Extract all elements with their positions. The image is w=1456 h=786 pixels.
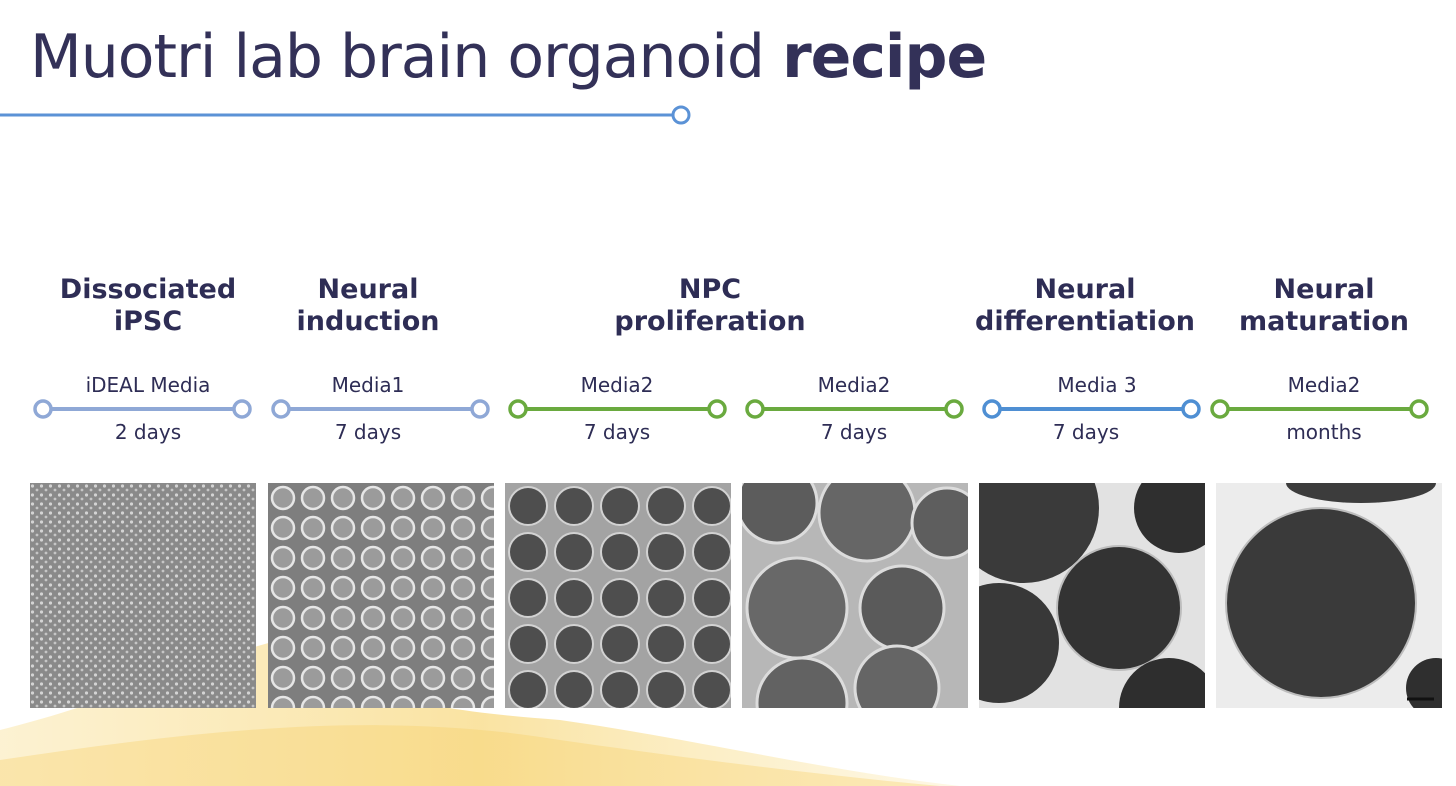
step-media-label: iDEAL Media: [85, 373, 211, 397]
stage-title-line1: Neural: [1273, 274, 1375, 305]
stage-neural-differentiation: Neural differentiation: [965, 274, 1205, 338]
title-regular: Muotri lab brain organoid: [30, 22, 783, 92]
stage-title-line2: iPSC: [113, 306, 183, 337]
stage-title-line1: Neural: [317, 274, 419, 305]
step-duration-label: 7 days: [820, 420, 888, 444]
stage-title-line1: NPC: [678, 274, 742, 305]
stage-title-line2: differentiation: [975, 306, 1195, 337]
title-underline: [0, 105, 691, 125]
stage-npc-proliferation: NPC proliferation: [580, 274, 840, 338]
stage-title-line2: proliferation: [614, 306, 806, 337]
step-media-label: Media1: [331, 373, 405, 397]
stage-title-line1: Neural: [1034, 274, 1136, 305]
stage-dissociated-ipsc: Dissociated iPSC: [48, 274, 248, 338]
step-media-label: Media2: [580, 373, 654, 397]
step-duration-label: 7 days: [583, 420, 651, 444]
micrograph-neural-induction: [268, 483, 494, 708]
micrograph-npc-proliferation-2: [742, 483, 968, 708]
stage-title-line2: induction: [296, 306, 440, 337]
stage-title-line2: maturation: [1239, 306, 1409, 337]
micrograph-dissociated-ipsc: [30, 483, 256, 708]
step-duration-label: 2 days: [114, 420, 182, 444]
stage-neural-induction: Neural induction: [268, 274, 468, 338]
timeline-segment: [1210, 399, 1429, 419]
micrograph-neural-differentiation: [979, 483, 1205, 708]
step-duration-label: 7 days: [1052, 420, 1120, 444]
stage-title-line1: Dissociated: [59, 274, 237, 305]
step-duration-label: 7 days: [334, 420, 402, 444]
step-duration-label: months: [1286, 420, 1362, 444]
timeline-segment: [33, 399, 252, 419]
step-media-label: Media2: [817, 373, 891, 397]
step-media-label: Media 3: [1057, 373, 1137, 397]
step-media-label: Media2: [1287, 373, 1361, 397]
stage-neural-maturation: Neural maturation: [1224, 274, 1424, 338]
title-bold: recipe: [782, 22, 987, 92]
timeline-segment: [508, 399, 727, 419]
micrograph-npc-proliferation-1: [505, 483, 731, 708]
timeline-segment: [271, 399, 490, 419]
timeline-segment: [982, 399, 1201, 419]
timeline-segment: [745, 399, 964, 419]
micrograph-neural-maturation: [1216, 483, 1442, 708]
slide-title: Muotri lab brain organoid recipe: [30, 22, 987, 92]
